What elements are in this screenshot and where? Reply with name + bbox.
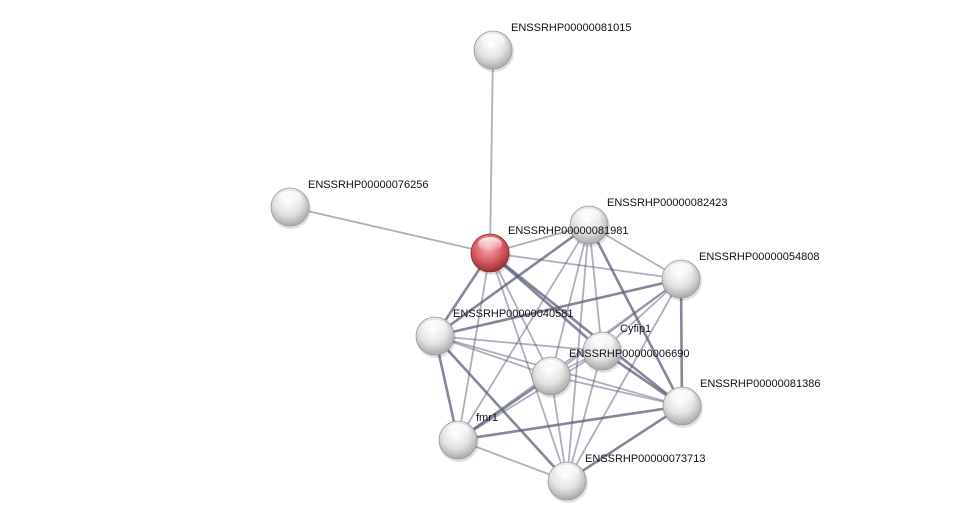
edge-n40581-cyfip1[interactable] xyxy=(434,335,603,352)
node-n76256[interactable] xyxy=(270,187,311,229)
node-label-fmr1: fmr1 xyxy=(476,412,498,424)
node-label-n81386: ENSSRHP00000081386 xyxy=(700,378,820,390)
edge-n81981-n81386[interactable] xyxy=(488,251,684,408)
node-label-n6690: ENSSRHP00000006690 xyxy=(569,348,689,360)
node-n6690[interactable] xyxy=(531,356,572,398)
edge-n81981-n6690[interactable] xyxy=(489,252,552,377)
node-fmr1[interactable] xyxy=(438,420,479,462)
node-label-n82423: ENSSRHP00000082423 xyxy=(607,197,727,209)
edge-n54808-n73713[interactable] xyxy=(566,278,682,482)
nodes-layer xyxy=(270,30,703,503)
node-label-n40581: ENSSRHP00000040581 xyxy=(453,308,573,320)
edge-n82423-n6690[interactable] xyxy=(550,224,590,377)
edge-cyfip1-fmr1[interactable] xyxy=(457,350,603,441)
labels-layer: ENSSRHP00000081015ENSSRHP00000076256ENSS… xyxy=(308,22,820,465)
node-n81981[interactable] xyxy=(470,233,511,275)
node-n73713[interactable] xyxy=(547,461,588,503)
edge-n81981-n76256[interactable] xyxy=(289,206,491,254)
edge-n6690-n81386[interactable] xyxy=(550,375,683,407)
edge-fmr1-n73713[interactable] xyxy=(457,439,568,482)
node-cyfip1[interactable] xyxy=(582,331,623,373)
edge-n81386-fmr1[interactable] xyxy=(456,404,684,442)
edge-n54808-n81386[interactable] xyxy=(679,277,684,408)
edge-n81981-n81015[interactable] xyxy=(489,49,494,254)
node-label-cyfip1: Cyfip1 xyxy=(620,323,651,335)
edge-n82423-n40581[interactable] xyxy=(433,223,591,338)
node-n82423[interactable] xyxy=(569,205,610,247)
edge-n81981-n73713[interactable] xyxy=(489,252,568,482)
node-label-n73713: ENSSRHP00000073713 xyxy=(585,453,705,465)
node-label-n76256: ENSSRHP00000076256 xyxy=(308,179,428,191)
node-n54808[interactable] xyxy=(661,259,702,301)
edges-layer xyxy=(289,49,684,483)
edge-n40581-n73713[interactable] xyxy=(433,334,569,483)
node-n81386[interactable] xyxy=(662,386,703,428)
node-label-n81015: ENSSRHP00000081015 xyxy=(511,22,631,34)
edge-n82423-cyfip1[interactable] xyxy=(588,224,603,352)
edge-n54808-n40581[interactable] xyxy=(433,277,683,338)
node-n40581[interactable] xyxy=(415,316,456,358)
node-label-n54808: ENSSRHP00000054808 xyxy=(699,251,819,263)
edge-n40581-n6690[interactable] xyxy=(434,335,552,377)
edge-n81386-n73713[interactable] xyxy=(565,404,684,483)
node-label-n81981: ENSSRHP00000081981 xyxy=(508,225,628,237)
node-n81015[interactable] xyxy=(473,30,514,72)
edge-cyfip1-n73713[interactable] xyxy=(566,350,603,482)
edge-n82423-fmr1[interactable] xyxy=(457,224,590,441)
edge-n82423-n81386[interactable] xyxy=(587,223,684,408)
